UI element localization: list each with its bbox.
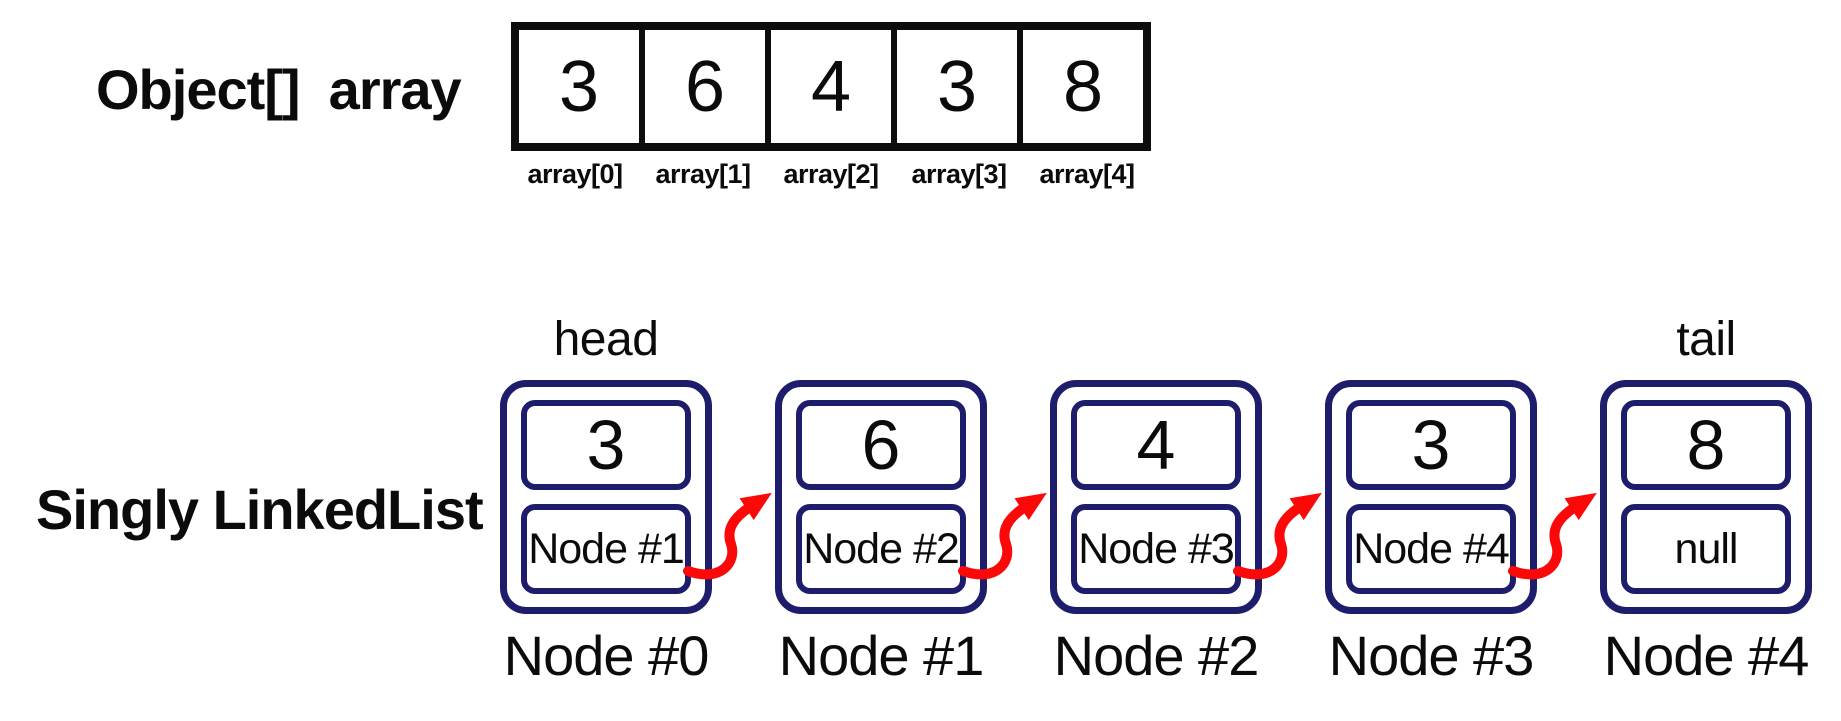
array-index-label-3: array[3] — [911, 159, 1007, 189]
node-next-ref: Node #2 — [803, 524, 960, 573]
array-cell-value: 4 — [810, 46, 852, 127]
array-cell-1: 6 — [645, 30, 771, 143]
node-value: 3 — [586, 406, 626, 484]
array-cell-value: 6 — [684, 46, 726, 127]
node-caption-4: Node #4 — [1603, 624, 1810, 687]
array-section-title: Object[] array — [96, 58, 462, 121]
node-value-box: 4 — [1071, 400, 1241, 490]
node-caption-1: Node #1 — [778, 624, 985, 687]
node-next-ref: Node #3 — [1078, 524, 1235, 573]
array-index-label-2: array[2] — [783, 159, 879, 189]
linkedlist-node-4: 8 null — [1600, 380, 1812, 614]
array-cell-value: 8 — [1062, 46, 1104, 127]
array-index-labels: array[0] array[1] array[2] array[3] arra… — [511, 159, 1151, 190]
node-value: 4 — [1136, 406, 1176, 484]
node-value-box: 8 — [1621, 400, 1791, 490]
node-next-box: Node #4 — [1346, 504, 1516, 594]
linkedlist-node-0: 3 Node #1 — [500, 380, 712, 614]
array-cell-2: 4 — [771, 30, 897, 143]
node-next-box: Node #1 — [521, 504, 691, 594]
node-next-ref: Node #4 — [1353, 524, 1510, 573]
array-cell-3: 3 — [897, 30, 1023, 143]
node-next-ref: null — [1674, 524, 1739, 573]
array-cell-value: 3 — [936, 46, 978, 127]
node-value: 6 — [861, 406, 901, 484]
array-box: 3 6 4 3 8 — [511, 22, 1151, 151]
node-next-box: Node #3 — [1071, 504, 1241, 594]
node-next-box: Node #2 — [796, 504, 966, 594]
node-value-box: 3 — [521, 400, 691, 490]
array-cell-0: 3 — [519, 30, 645, 143]
node-value: 3 — [1411, 406, 1451, 484]
linkedlist-node-2: 4 Node #3 — [1050, 380, 1262, 614]
node-caption-2: Node #2 — [1053, 624, 1260, 687]
tail-pointer-label: tail — [1676, 313, 1736, 366]
linkedlist-node-1: 6 Node #2 — [775, 380, 987, 614]
array-index-label-4: array[4] — [1039, 159, 1135, 189]
linkedlist-section-title: Singly LinkedList — [36, 478, 484, 541]
array-index-label-1: array[1] — [655, 159, 751, 189]
array-index-label-0: array[0] — [527, 159, 623, 189]
node-caption-0: Node #0 — [503, 624, 710, 687]
node-value: 8 — [1686, 406, 1726, 484]
node-next-ref: Node #1 — [528, 524, 685, 573]
head-pointer-label: head — [553, 313, 659, 366]
array-cell-4: 8 — [1023, 30, 1143, 143]
linkedlist-node-3: 3 Node #4 — [1325, 380, 1537, 614]
array-cell-value: 3 — [558, 46, 600, 127]
node-value-box: 3 — [1346, 400, 1516, 490]
node-next-box: null — [1621, 504, 1791, 594]
node-caption-3: Node #3 — [1328, 624, 1535, 687]
node-value-box: 6 — [796, 400, 966, 490]
